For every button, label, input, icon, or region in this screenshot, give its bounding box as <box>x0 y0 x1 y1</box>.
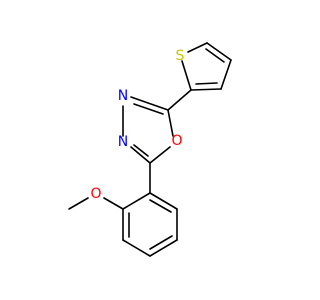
bond-s-c2 <box>181 60 192 91</box>
bond-ph-c6-c1 <box>149 192 178 210</box>
bond-c2ox-n3-inner <box>133 144 149 157</box>
oxadiazole-ring <box>122 96 174 164</box>
thiophene-ring <box>181 42 232 91</box>
bond-c5ox-o <box>167 109 174 137</box>
bond-o-c2ox <box>149 146 171 164</box>
bond-n4-c5ox-inner <box>133 103 164 115</box>
bond-ph-c4-c5-inner <box>149 235 173 250</box>
bond-c4-c5-inner <box>205 48 225 63</box>
oxygen-ring-atom-label: O <box>171 133 182 149</box>
bond-c2-c3 <box>190 88 222 91</box>
molecule-structure: S O N N O <box>68 42 232 257</box>
bond-ph-c3-c4 <box>122 239 151 257</box>
bond-n4-c5ox <box>130 96 169 111</box>
bond-ph-o <box>103 197 124 210</box>
sulfur-atom-label: S <box>176 48 185 64</box>
nitrogen-top-atom-label: N <box>118 88 128 104</box>
bond-ph-c6-c1-inner <box>149 199 172 213</box>
bond-c2-c3-inner <box>195 82 218 85</box>
bond-ph-c4-c5 <box>149 239 178 257</box>
bond-c2ox-n3 <box>130 146 151 164</box>
phenyl-ring <box>122 192 178 257</box>
bond-c5-s <box>187 42 208 53</box>
bond-o-ch3 <box>68 197 89 210</box>
methoxy-group <box>68 197 124 210</box>
bond-c3-c4 <box>220 59 232 90</box>
nitrogen-bottom-atom-label: N <box>118 134 128 150</box>
bond-ph-c1-c2 <box>122 192 151 210</box>
bond-c4-c5 <box>206 42 232 61</box>
bond-thiophene-oxadiazole <box>167 89 192 111</box>
oxygen-methoxy-atom-label: O <box>90 186 101 202</box>
